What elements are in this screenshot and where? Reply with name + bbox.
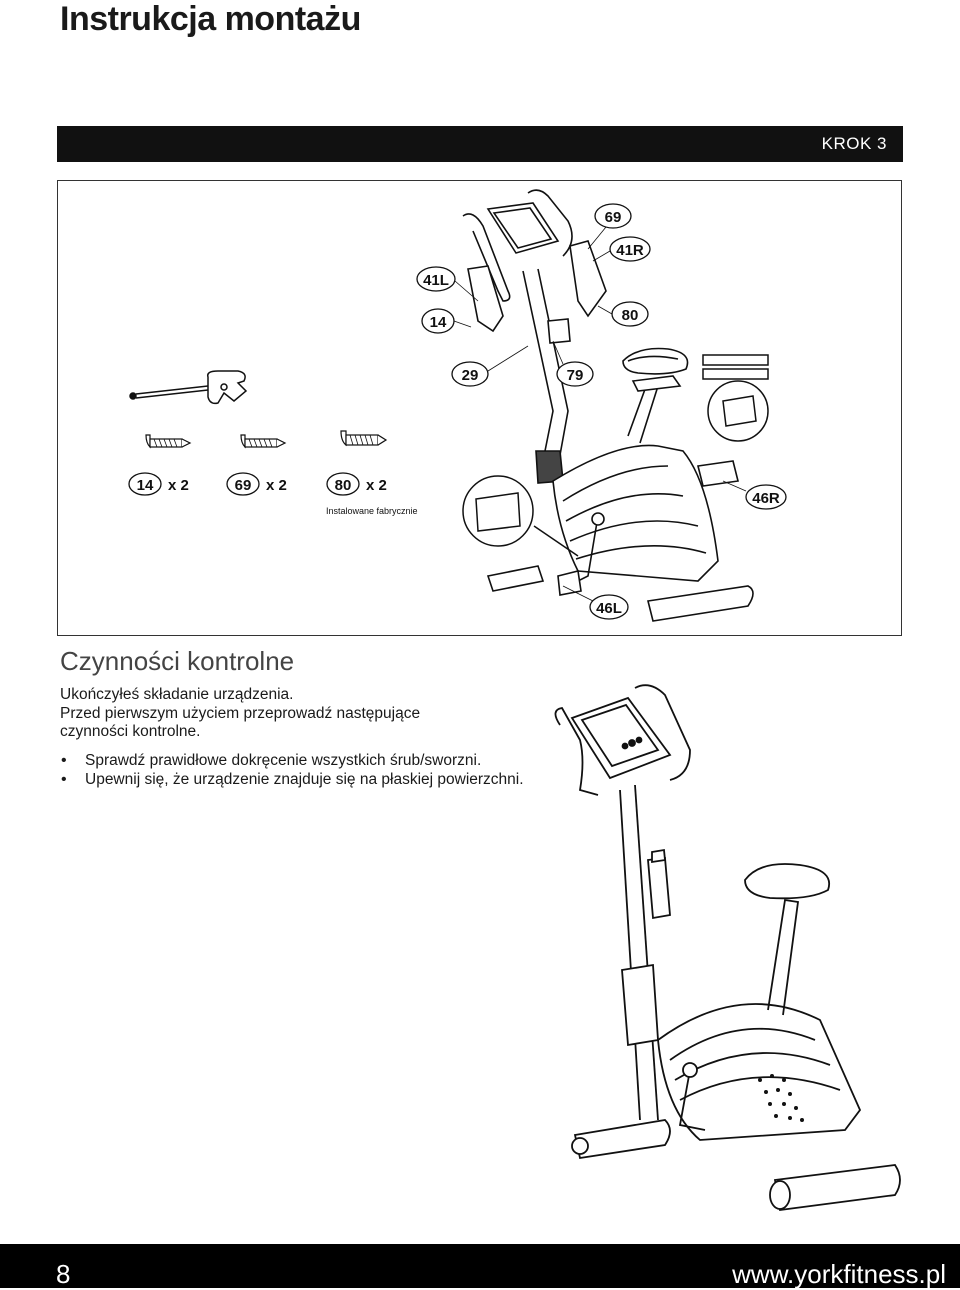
screw-14-icon	[145, 434, 192, 449]
step-label: KROK 3	[821, 134, 887, 153]
screw-80-icon	[340, 430, 388, 447]
part-callout-69: 69	[587, 203, 632, 250]
detail-inset	[462, 354, 769, 557]
svg-text:69: 69	[605, 209, 622, 226]
svg-text:14: 14	[430, 314, 447, 331]
assembly-diagram: 14 x 2 69 x 2 80 x 2 Instalowane fabrycz…	[57, 180, 902, 636]
part-callout-41l: 41L	[416, 266, 479, 302]
hardware-14-qty: x 2	[168, 477, 189, 494]
checks-intro: Ukończyłeś składanie urządzenia. Przed p…	[60, 686, 580, 742]
step-banner: KROK 3	[57, 126, 903, 162]
checks-heading: Czynności kontrolne	[60, 646, 295, 676]
part-callout-29: 29	[451, 345, 529, 387]
finished-bike-illustration	[554, 684, 901, 1212]
svg-text:41L: 41L	[423, 272, 449, 289]
svg-text:46R: 46R	[752, 490, 780, 507]
svg-text:80: 80	[622, 307, 639, 324]
part-callout-14: 14	[421, 308, 472, 334]
svg-text:29: 29	[462, 367, 479, 384]
checks-line-1: Ukończyłeś składanie urządzenia.	[60, 686, 294, 703]
factory-installed-note: Instalowane fabrycznie	[326, 506, 418, 516]
website-link[interactable]: www.yorkfitness.pl	[732, 1259, 946, 1289]
hardware-14: 14 x 2	[128, 472, 189, 496]
page-number: 8	[56, 1259, 71, 1289]
part-callout-41r: 41R	[592, 236, 651, 262]
part-callout-79: 79	[552, 340, 594, 387]
hardware-14-id: 14	[137, 477, 154, 494]
checks-line-2: Przed pierwszym użyciem przeprowadź nast…	[60, 704, 421, 722]
svg-text:79: 79	[567, 367, 584, 384]
allen-key-icon	[129, 370, 248, 405]
svg-text:46L: 46L	[596, 600, 622, 617]
hardware-69: 69 x 2	[226, 472, 287, 496]
part-callout-46l: 46L	[562, 585, 629, 620]
page-title: Instrukcja montażu	[60, 0, 361, 38]
page-footer: 8 www.yorkfitness.pl	[0, 1244, 960, 1289]
screw-69-icon	[240, 434, 287, 449]
hardware-69-qty: x 2	[266, 477, 287, 494]
list-item: Upewnij się, że urządzenie znajduje się …	[60, 771, 524, 790]
checks-list: Sprawdź prawidłowe dokręcenie wszystkich…	[60, 752, 524, 789]
hardware-80-qty: x 2	[366, 477, 387, 494]
hardware-69-id: 69	[235, 477, 252, 494]
hardware-80: 80 x 2	[326, 472, 387, 496]
list-item: Sprawdź prawidłowe dokręcenie wszystkich…	[60, 752, 524, 771]
assembly-drawing: 14 x 2 69 x 2 80 x 2 Instalowane fabrycz…	[128, 189, 787, 622]
checks-line-3: czynności kontrolne.	[60, 723, 201, 740]
bike-frame-drawing	[462, 189, 754, 622]
part-callout-80: 80	[597, 301, 649, 327]
part-callout-46r: 46R	[722, 480, 787, 510]
svg-text:41R: 41R	[616, 242, 644, 259]
hardware-80-id: 80	[335, 477, 352, 494]
